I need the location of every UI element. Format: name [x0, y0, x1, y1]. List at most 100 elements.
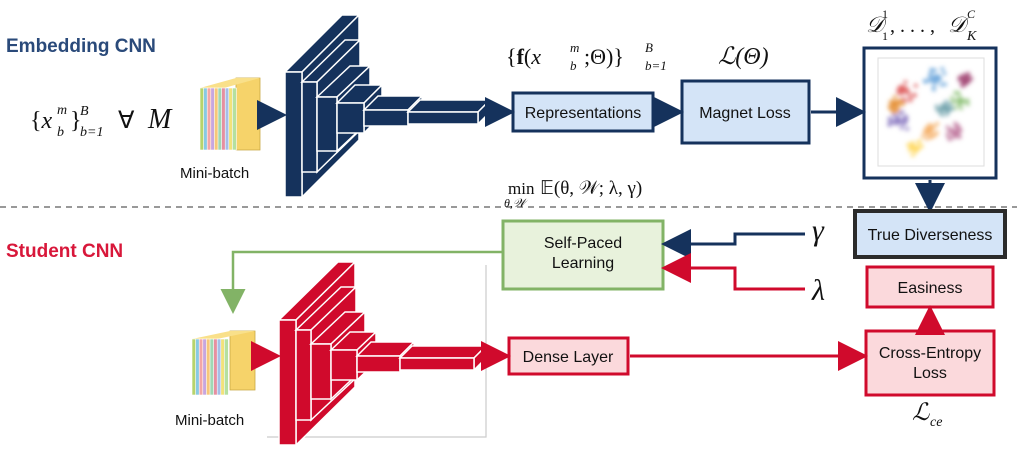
student-cnn-network — [277, 260, 488, 447]
cross-entropy-box: Cross-Entropy Loss — [864, 329, 996, 397]
scatter-point — [940, 66, 945, 72]
scatter-point — [903, 79, 908, 85]
scatter-point — [892, 101, 898, 107]
arrow-spl-to-minibatch — [220, 250, 503, 314]
scatter-point — [928, 134, 933, 139]
scatter-point — [947, 101, 952, 107]
svg-text:1: 1 — [882, 29, 888, 43]
scatter-point — [934, 121, 940, 127]
svg-text:, . . . ,: , . . . , — [890, 15, 935, 37]
scatter-point — [949, 106, 955, 111]
scatter-point — [887, 116, 892, 122]
scatter-point — [919, 144, 924, 149]
svg-text:ℒ: ℒ — [912, 400, 930, 426]
scatter-point — [892, 119, 898, 125]
scatter-point — [903, 98, 908, 103]
scatter-point — [942, 71, 947, 76]
lambda-symbol: λ — [811, 274, 825, 307]
scatter-point — [958, 100, 964, 106]
scatter-point — [899, 125, 904, 130]
dense-layer-box: Dense Layer — [507, 336, 630, 376]
representations-box: Representations — [511, 91, 655, 133]
scatter-point — [897, 120, 903, 125]
ce-loss-math: ℒ ce — [912, 400, 942, 430]
scatter-point — [887, 122, 892, 127]
svg-text:;Θ)}: ;Θ)} — [584, 44, 624, 69]
objective-math: min θ,𝒲 𝔼(θ, 𝒲; λ, γ) — [504, 178, 642, 210]
scatter-point — [897, 91, 902, 96]
scatter-point — [935, 73, 940, 79]
scatter-point — [956, 91, 961, 96]
scatter-point — [922, 78, 928, 84]
scatter-point — [904, 126, 910, 131]
svg-text:ce: ce — [930, 415, 942, 430]
scatter-point — [924, 136, 930, 141]
scatter-point — [952, 129, 957, 135]
scatter-point — [960, 77, 966, 82]
scatter-point — [932, 68, 938, 73]
scatter-point — [913, 83, 918, 88]
scatter-point — [912, 93, 917, 98]
svg-text:}: } — [70, 108, 82, 134]
scatter-point — [928, 72, 933, 78]
svg-text:Magnet Loss: Magnet Loss — [699, 105, 791, 122]
svg-text:m: m — [570, 40, 579, 55]
svg-text:𝒟: 𝒟 — [948, 12, 970, 37]
scatter-point — [892, 94, 898, 100]
svg-text:1: 1 — [882, 7, 888, 21]
scatter-point — [900, 88, 905, 93]
arrow-lambda-to-spl — [661, 253, 805, 291]
scatter-point — [938, 107, 943, 112]
scatter-point — [954, 124, 960, 130]
scatter-point — [910, 140, 915, 146]
scatter-point — [906, 91, 912, 96]
input-set-math: {x m b } B b=1 ∀ M — [30, 103, 173, 140]
svg-text:B: B — [645, 40, 653, 55]
svg-text:𝔼(θ, 𝒲; λ, γ): 𝔼(θ, 𝒲; λ, γ) — [540, 178, 642, 199]
scatter-point — [890, 109, 895, 114]
svg-text:Loss: Loss — [913, 365, 947, 382]
scatter-point — [904, 87, 910, 92]
scatter-point — [943, 99, 949, 105]
scatter-point — [963, 98, 969, 104]
arrow-gamma-to-spl — [661, 229, 805, 259]
scatter-point — [939, 82, 944, 87]
scatter-point — [900, 101, 906, 107]
scatter-point — [933, 80, 939, 85]
scatter-point — [906, 142, 911, 148]
scatter-point — [945, 125, 950, 130]
svg-text:B: B — [80, 104, 89, 119]
scatter-point — [953, 90, 958, 95]
scatter-point — [901, 120, 907, 126]
svg-text:θ,𝒲: θ,𝒲 — [504, 196, 529, 210]
scatter-point — [908, 95, 913, 100]
embedding-scatter-image — [862, 46, 998, 180]
svg-text:𝒟: 𝒟 — [866, 12, 888, 37]
svg-text:{f(x: {f(x — [506, 44, 541, 69]
scatter-point — [955, 130, 961, 136]
scatter-point — [931, 87, 936, 92]
scatter-point — [942, 102, 947, 108]
features-math: {f(x m b ;Θ)} B b=1 — [506, 40, 667, 73]
scatter-point — [897, 111, 903, 116]
minibatch-caption-bottom: Mini-batch — [175, 412, 244, 429]
minibatch-stack-top — [199, 77, 261, 151]
svg-text:True Diverseness: True Diverseness — [868, 227, 993, 244]
scatter-point — [916, 140, 921, 146]
svg-text:∀: ∀ — [118, 108, 135, 134]
scatter-point — [964, 72, 970, 78]
scatter-point — [950, 100, 956, 105]
scatter-point — [960, 81, 965, 87]
scatter-point — [958, 106, 964, 111]
student-frame — [267, 265, 487, 438]
svg-text:m: m — [57, 103, 67, 118]
magnet-loss-math: ℒ(Θ) — [718, 44, 769, 70]
scatter-point — [942, 82, 948, 87]
svg-text:b: b — [57, 125, 64, 140]
scatter-point — [938, 111, 944, 116]
svg-text:min: min — [508, 179, 535, 198]
minibatch-layer — [232, 87, 237, 151]
minibatch-layer — [224, 338, 229, 396]
scatter-point — [891, 112, 897, 118]
minibatch-stack-bottom — [191, 330, 256, 396]
